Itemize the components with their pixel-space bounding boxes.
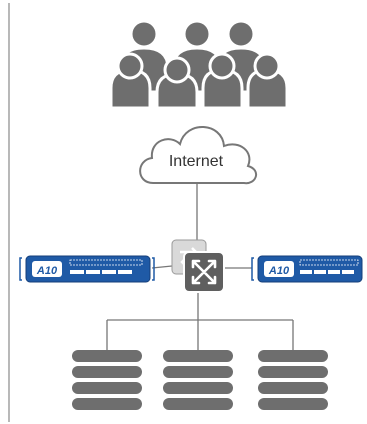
server-2-icon (163, 350, 233, 410)
switch-front-icon (183, 251, 225, 293)
edge-adc-left-switch (151, 265, 173, 269)
adc-left-appliance: A10 (19, 255, 155, 283)
a10-logo-left: A10 (36, 265, 58, 277)
server-1-icon (72, 350, 142, 410)
person-icon (109, 52, 152, 110)
internet-cloud-icon (139, 126, 258, 185)
internet-label: Internet (169, 153, 224, 170)
person-icon (155, 56, 199, 110)
adc-right-appliance: A10 (251, 255, 363, 283)
person-icon (201, 52, 244, 110)
a10-logo-right: A10 (268, 265, 290, 277)
person-icon (246, 52, 289, 110)
users-group-icon (109, 19, 289, 110)
server-3-icon (258, 350, 328, 410)
